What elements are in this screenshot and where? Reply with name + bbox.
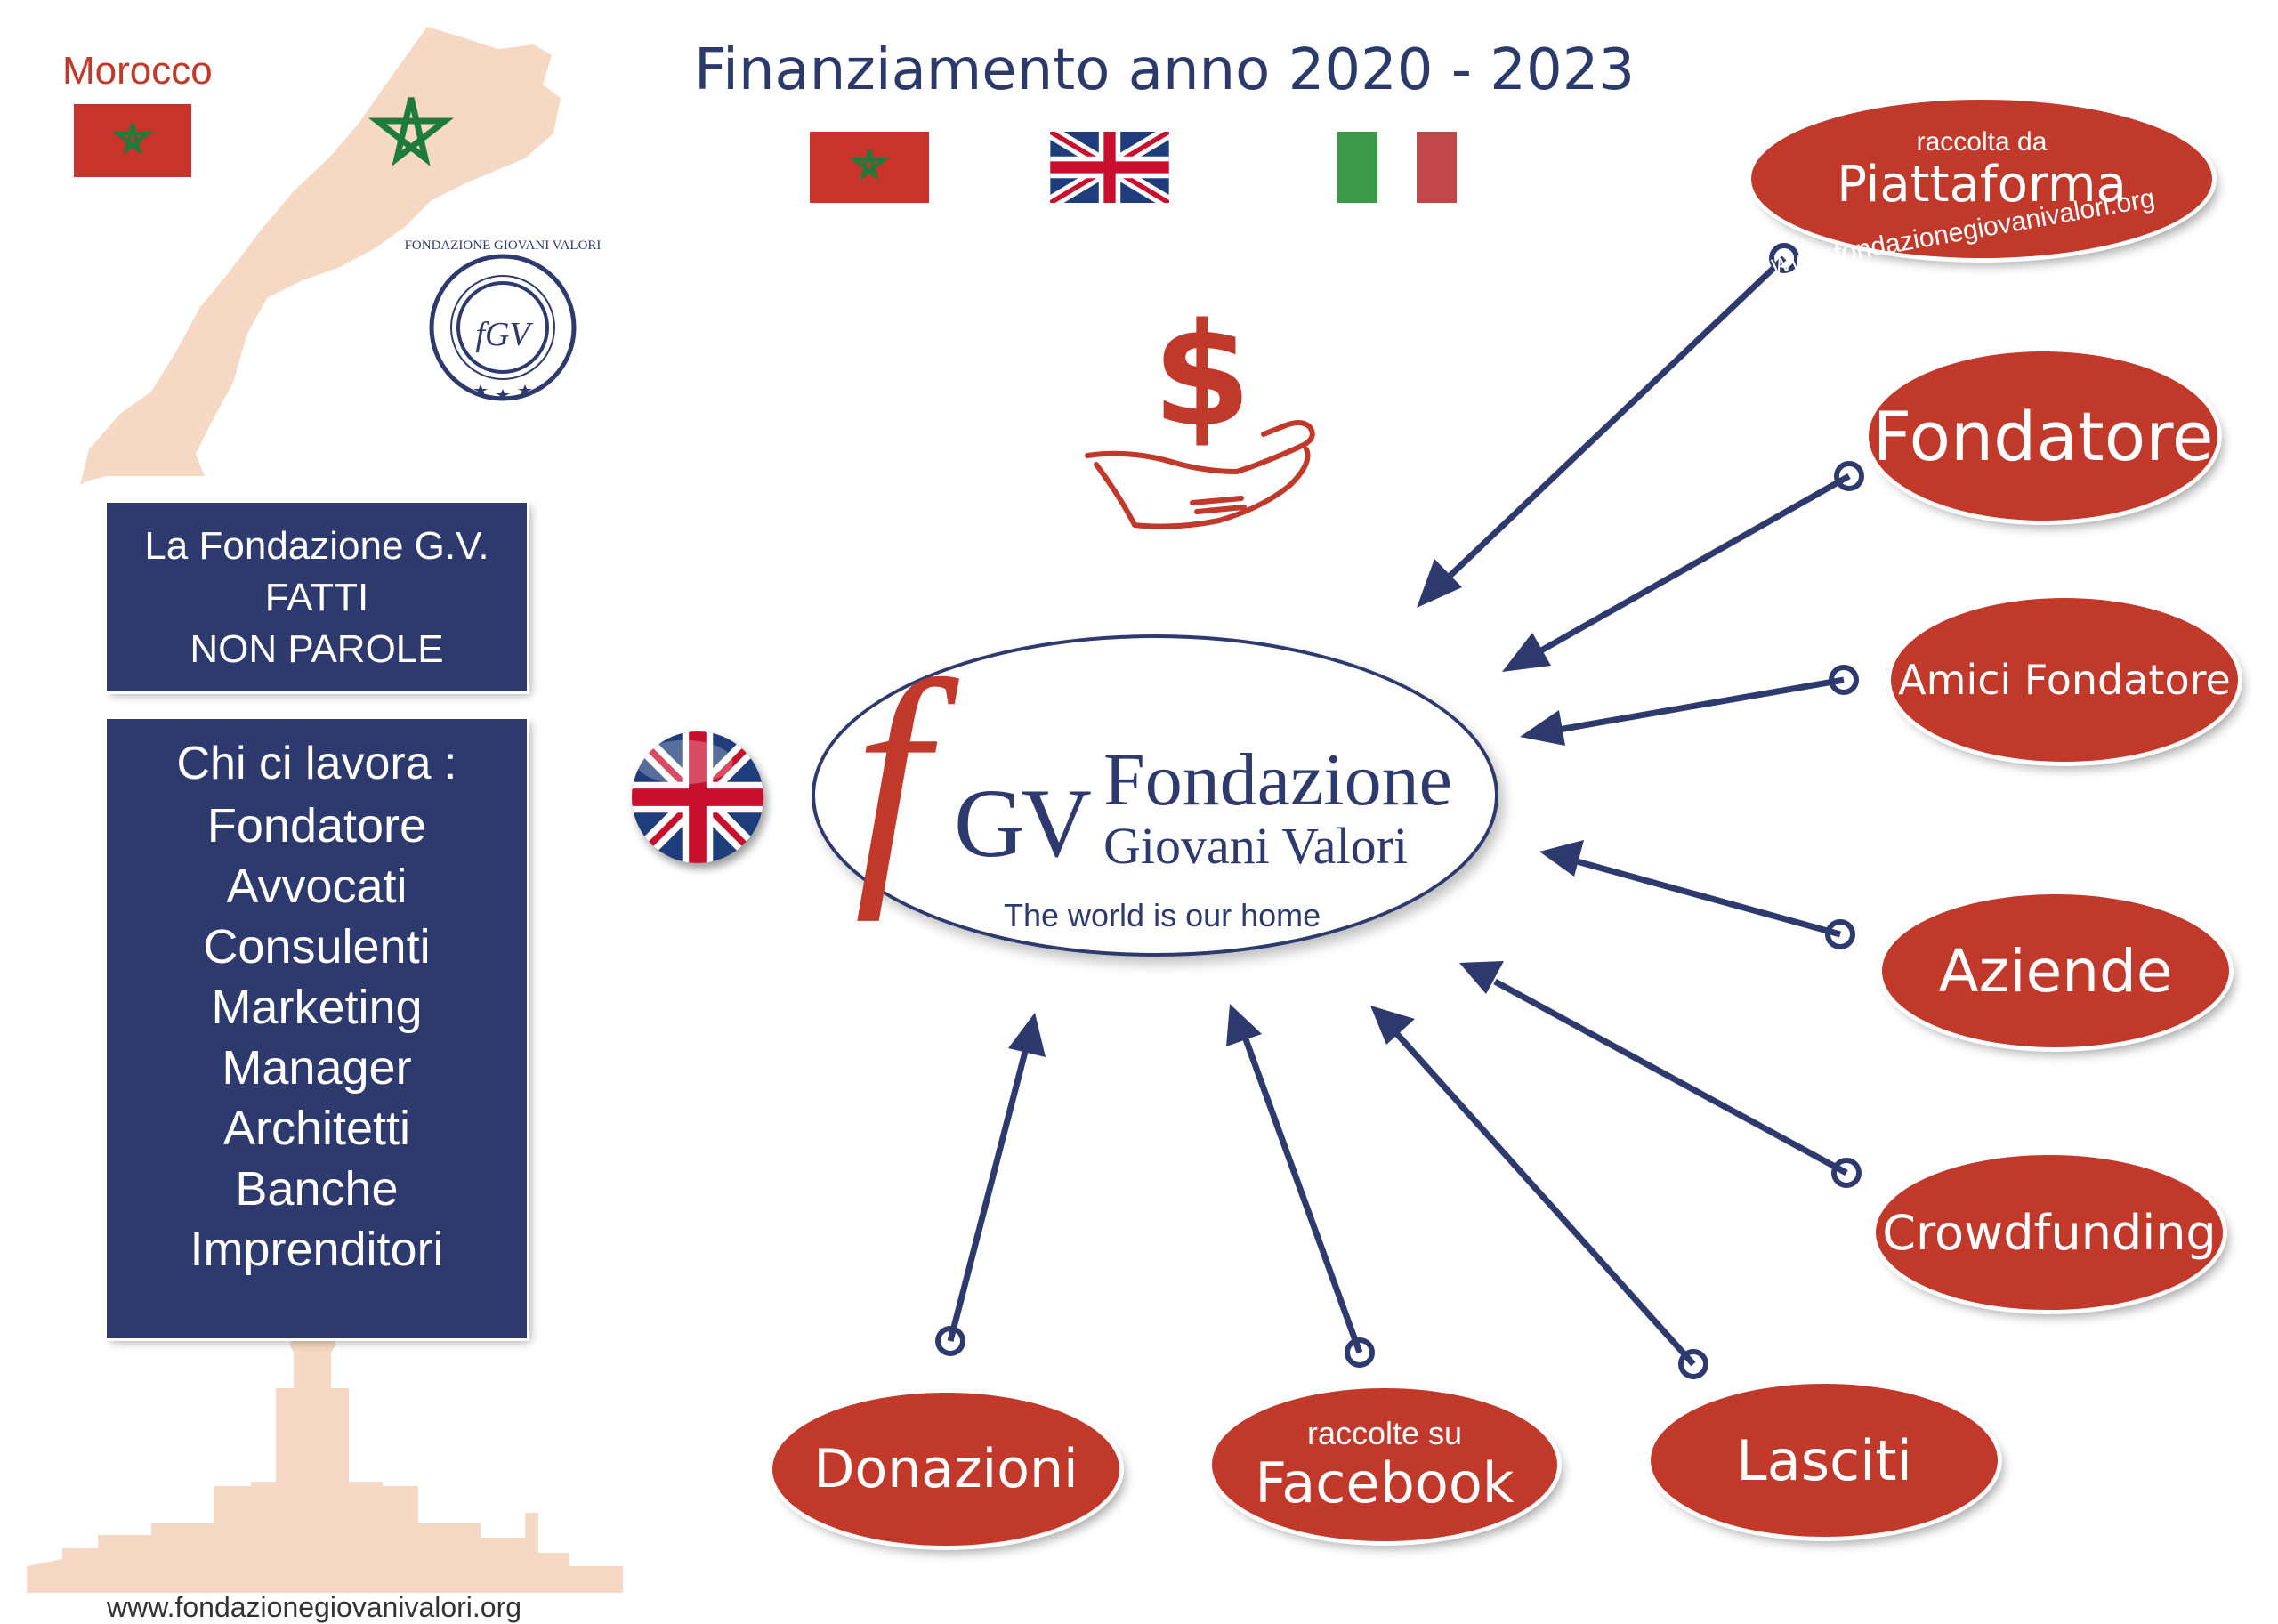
arrowhead-facebook (1226, 1004, 1262, 1046)
arrow-crowdfunding (1493, 978, 1848, 1176)
source-lasciti: Lasciti (1651, 1384, 1998, 1537)
source-aziende: Aziende (1882, 894, 2229, 1047)
fondatore-label: Fondatore (1872, 396, 2214, 476)
morocco-map (80, 27, 561, 485)
source-amici-fondatore: Amici Fondatore (1891, 598, 2238, 762)
source-fondatore: Fondatore (1869, 351, 2217, 521)
language-uk-button[interactable] (632, 731, 763, 863)
source-crowdfunding: Crowdfunding (1876, 1155, 2223, 1310)
arrow-tail-fondatore (1834, 461, 1864, 491)
arrow-donazioni (947, 1047, 1030, 1342)
arrow-tail-aziende (1825, 919, 1855, 949)
arrow-fondatore (1533, 473, 1851, 658)
seal-emblem: fGV FONDAZIONE GIOVANI VALORI (405, 238, 602, 401)
city-skyline (27, 1299, 623, 1593)
flag-italy-icon (1337, 132, 1457, 203)
piattaforma-label: Piattaforma (1837, 156, 2127, 214)
arrow-piattaforma (1439, 255, 1787, 586)
arrow-tail-lasciti (1678, 1349, 1708, 1379)
piattaforma-caption: raccolta da (1916, 127, 2048, 157)
workers-title: Chi ci lavora : (176, 738, 457, 789)
arrowhead-crowdfunding (1459, 961, 1504, 994)
arrow-tail-crowdfunding (1831, 1158, 1862, 1188)
center-logo-ellipse (812, 634, 1498, 957)
arrow-amici (1547, 676, 1845, 735)
arrow-tail-donazioni (935, 1326, 965, 1356)
facebook-label: Facebook (1255, 1450, 1515, 1515)
arrowhead-lasciti (1370, 1006, 1415, 1045)
source-donazioni: Donazioni (772, 1393, 1119, 1546)
arrowhead-aziende (1539, 840, 1584, 877)
motto-box: La Fondazione G.V. FATTI NON PAROLE (107, 503, 527, 691)
flag-uk-icon (1046, 125, 1173, 209)
amici-label: Amici Fondatore (1898, 656, 2231, 704)
flag-uk-icon (632, 731, 763, 863)
page-title: Finanziamento anno 2020 - 2023 (694, 37, 1636, 103)
worker-item: Manager (222, 1041, 412, 1095)
hand-icon (1085, 420, 1315, 529)
logo-gv: GV (954, 769, 1092, 877)
worker-item: Avvocati (226, 860, 408, 913)
arrow-lasciti (1394, 1031, 1696, 1367)
source-piattaforma: raccolta da Piattaforma www.fondazionegi… (1751, 100, 2212, 279)
crowdfunding-label: Crowdfunding (1882, 1204, 2217, 1261)
worker-item: Architetti (222, 1102, 411, 1155)
worker-item: Imprenditori (190, 1223, 444, 1276)
seal-ring-text: FONDAZIONE GIOVANI VALORI (405, 238, 602, 253)
worker-item: Consulenti (203, 920, 431, 974)
source-facebook: raccolte su Facebook (1212, 1388, 1557, 1541)
footer-url[interactable]: www.fondazionegiovanivalori.org (107, 1591, 522, 1623)
seal-monogram: fGV (475, 316, 533, 353)
workers-box: Chi ci lavora : Fondatore Avvocati Consu… (107, 719, 527, 1338)
arrowhead-donazioni (1008, 1013, 1046, 1057)
star-icon (368, 97, 455, 166)
motto-line: La Fondazione G.V. (144, 524, 489, 568)
worker-item: Marketing (211, 981, 423, 1034)
arrowheads-group (1008, 559, 1584, 1057)
donazioni-label: Donazioni (813, 1438, 1078, 1500)
motto-line: NON PAROLE (190, 627, 444, 671)
aziende-label: Aziende (1938, 936, 2173, 1006)
country-label: Morocco (62, 49, 213, 93)
logo-f: f (854, 626, 929, 922)
org-name-line1: Fondazione (1103, 739, 1452, 821)
dollar-icon: $ (1152, 292, 1252, 458)
tagline: The world is our home (1004, 897, 1321, 933)
flag-morocco-icon (810, 132, 929, 203)
arrows-group (935, 243, 1864, 1379)
arrow-aziende (1570, 856, 1841, 938)
arrow-tail-piattaforma (1769, 243, 1799, 273)
worker-item: Banche (235, 1162, 399, 1216)
arrow-tail-amici (1829, 665, 1859, 695)
arrowhead-fondatore (1502, 633, 1551, 672)
arrow-tail-facebook (1345, 1337, 1375, 1368)
org-name-line2: Giovani Valori (1103, 817, 1409, 875)
arrow-facebook (1242, 1038, 1363, 1354)
arrowhead-amici (1520, 710, 1565, 746)
facebook-caption: raccolte su (1306, 1415, 1463, 1451)
worker-item: Fondatore (206, 799, 427, 852)
flag-morocco-icon (74, 104, 191, 177)
arrowhead-piattaforma (1417, 559, 1462, 608)
lasciti-label: Lasciti (1736, 1427, 1912, 1493)
motto-line: FATTI (264, 576, 369, 619)
